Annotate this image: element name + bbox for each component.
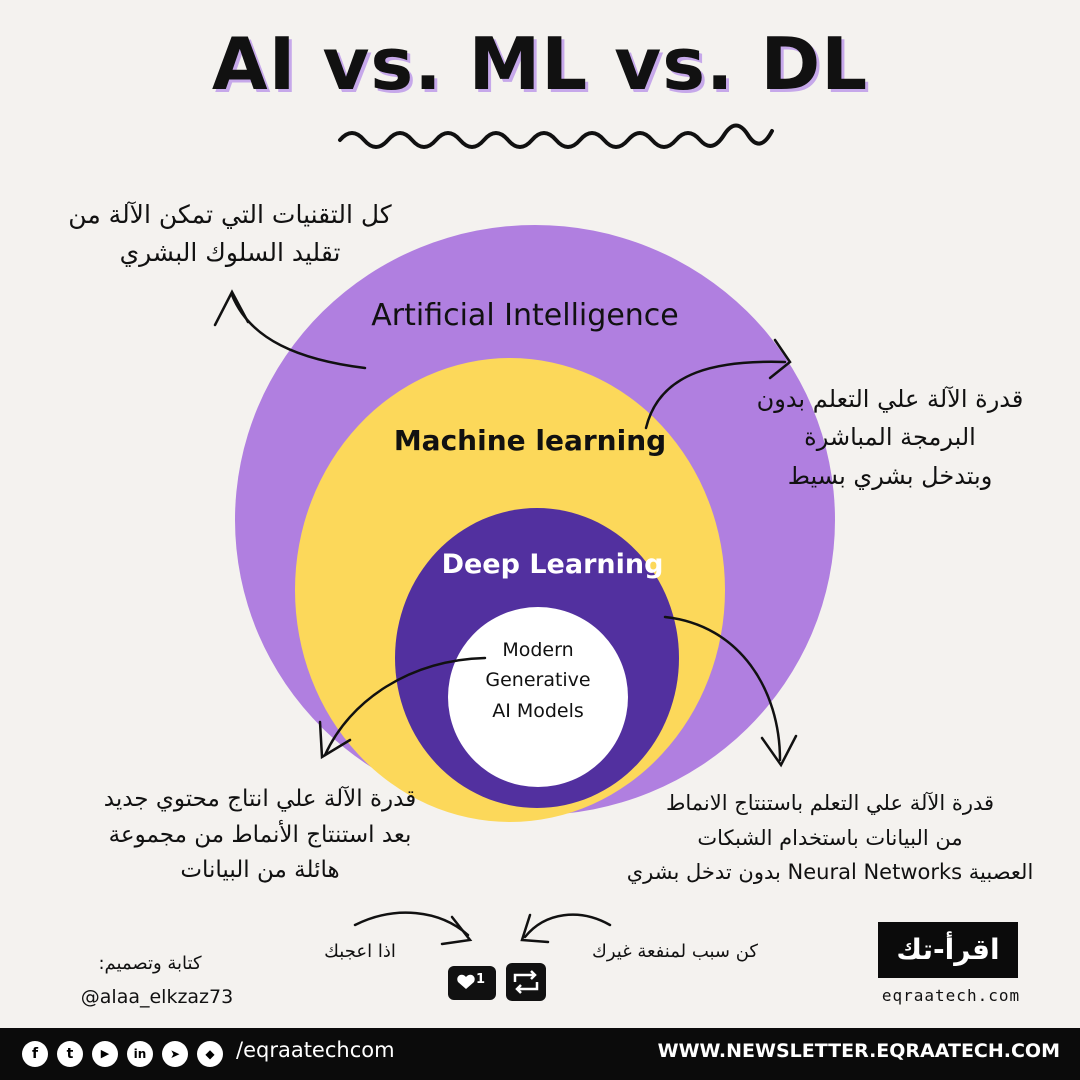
dl-description-line: من البيانات باستخدام الشبكات [697, 825, 963, 850]
ml-description-line: وبتدخل بشري بسيط [787, 461, 993, 490]
credit-handle[interactable]: @alaa_elkzaz73 [80, 986, 234, 1008]
gen-label: Modern Generative AI Models [468, 635, 608, 726]
footer-handle[interactable]: /eqraatechcom [236, 1038, 395, 1062]
telegram-icon[interactable]: ➤ [162, 1041, 188, 1067]
repost-icon [506, 963, 546, 1001]
gen-label-line: Modern [502, 639, 574, 661]
dl-description-line: قدرة الآلة علي التعلم باستنتاج الانماط [665, 791, 995, 815]
youtube-icon[interactable]: ▶ [92, 1041, 118, 1067]
brand-logo: اقرأ-تك [878, 922, 1018, 978]
ml-description: قدرة الآلة علي التعلم بدون البرمجة المبا… [720, 380, 1060, 495]
cta-left-arrow [353, 911, 470, 937]
ai-label: Artificial Intelligence [371, 298, 679, 333]
gen-label-line: Generative [485, 669, 591, 692]
gen-description: قدرة الآلة علي انتاج محتوي جديد بعد استن… [60, 782, 460, 889]
page-title: AI vs. ML vs. DL [211, 22, 869, 106]
ml-label: Machine learning [393, 424, 667, 457]
gen-description-line: قدرة الآلة علي انتاج محتوي جديد [103, 786, 417, 812]
dl-description: قدرة الآلة علي التعلم باستنتاج الانماط م… [590, 786, 1070, 890]
cta-right-text: كن سبب لمنفعة غيرك [592, 941, 758, 962]
dl-label: Deep Learning [441, 549, 664, 580]
gen-arrow [323, 656, 487, 757]
facebook-icon[interactable]: f [22, 1041, 48, 1067]
ai-description: كل التقنيات التي تمكن الآلة من تقليد الس… [40, 196, 420, 271]
cta-left-text: اذا اعجبك [324, 941, 396, 962]
ml-description-line: قدرة الآلة علي التعلم بدون [756, 385, 1024, 413]
twitter-icon[interactable]: t [57, 1041, 83, 1067]
gen-label-line: AI Models [492, 699, 584, 722]
title-squiggle [338, 123, 774, 149]
dl-description-line: العصبية Neural Networks بدون تدخل بشري [626, 860, 1034, 885]
ml-description-line: البرمجة المباشرة [804, 423, 976, 452]
like-count: 1 [476, 972, 486, 987]
github-icon[interactable]: ◆ [197, 1041, 223, 1067]
brand-site[interactable]: eqraatech.com [881, 986, 1021, 1005]
ai-description-line: كل التقنيات التي تمكن الآلة من [68, 200, 392, 229]
gen-circle [448, 607, 628, 787]
ai-arrow [230, 293, 367, 370]
ai-description-line: تقليد السلوك البشري [119, 237, 341, 267]
gen-description-line: بعد استنتاج الأنماط من مجموعة [108, 821, 412, 848]
ml-arrow [644, 360, 787, 430]
like-icon [448, 966, 496, 1000]
credit-label: كتابة وتصميم: [98, 953, 202, 974]
gen-description-line: هائلة من البيانات [180, 857, 340, 884]
dl-arrow [663, 615, 782, 762]
newsletter-link[interactable]: WWW.NEWSLETTER.EQRAATECH.COM [657, 1040, 1060, 1062]
linkedin-icon[interactable]: in [127, 1041, 153, 1067]
cta-right-arrow [523, 913, 612, 939]
